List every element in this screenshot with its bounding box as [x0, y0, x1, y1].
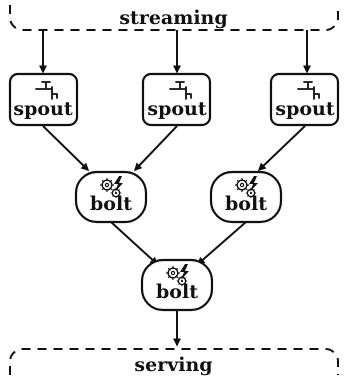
edge-spout-1-to-bolt-1 — [42, 125, 90, 172]
spout-label-1: spout — [13, 98, 72, 120]
bolt-label-1: bolt — [90, 193, 132, 215]
streaming-label: streaming — [119, 7, 227, 29]
serving-section: serving — [9, 348, 339, 376]
streaming-section: streaming — [9, 5, 339, 31]
edge-spout-3-to-bolt-2 — [257, 125, 306, 172]
spout-node-1: spout — [8, 72, 79, 127]
edges-layer — [39, 30, 311, 347]
bolt-node-2: bolt — [209, 170, 283, 224]
spout-node-3: spout — [269, 72, 340, 127]
spout-label-3: spout — [275, 98, 334, 120]
bolt-label-2: bolt — [225, 193, 267, 215]
bolt-node-3: bolt — [140, 258, 214, 312]
edge-bolt-2-to-bolt-3 — [196, 221, 247, 265]
spout-node-2: spout — [141, 72, 212, 127]
edge-spout-2-to-bolt-1 — [133, 125, 178, 172]
bolt-label-3: bolt — [156, 281, 198, 303]
bolt-node-1: bolt — [74, 170, 148, 224]
edge-bolt-1-to-bolt-3 — [110, 221, 159, 266]
spout-label-2: spout — [147, 98, 206, 120]
serving-label: serving — [134, 354, 212, 376]
